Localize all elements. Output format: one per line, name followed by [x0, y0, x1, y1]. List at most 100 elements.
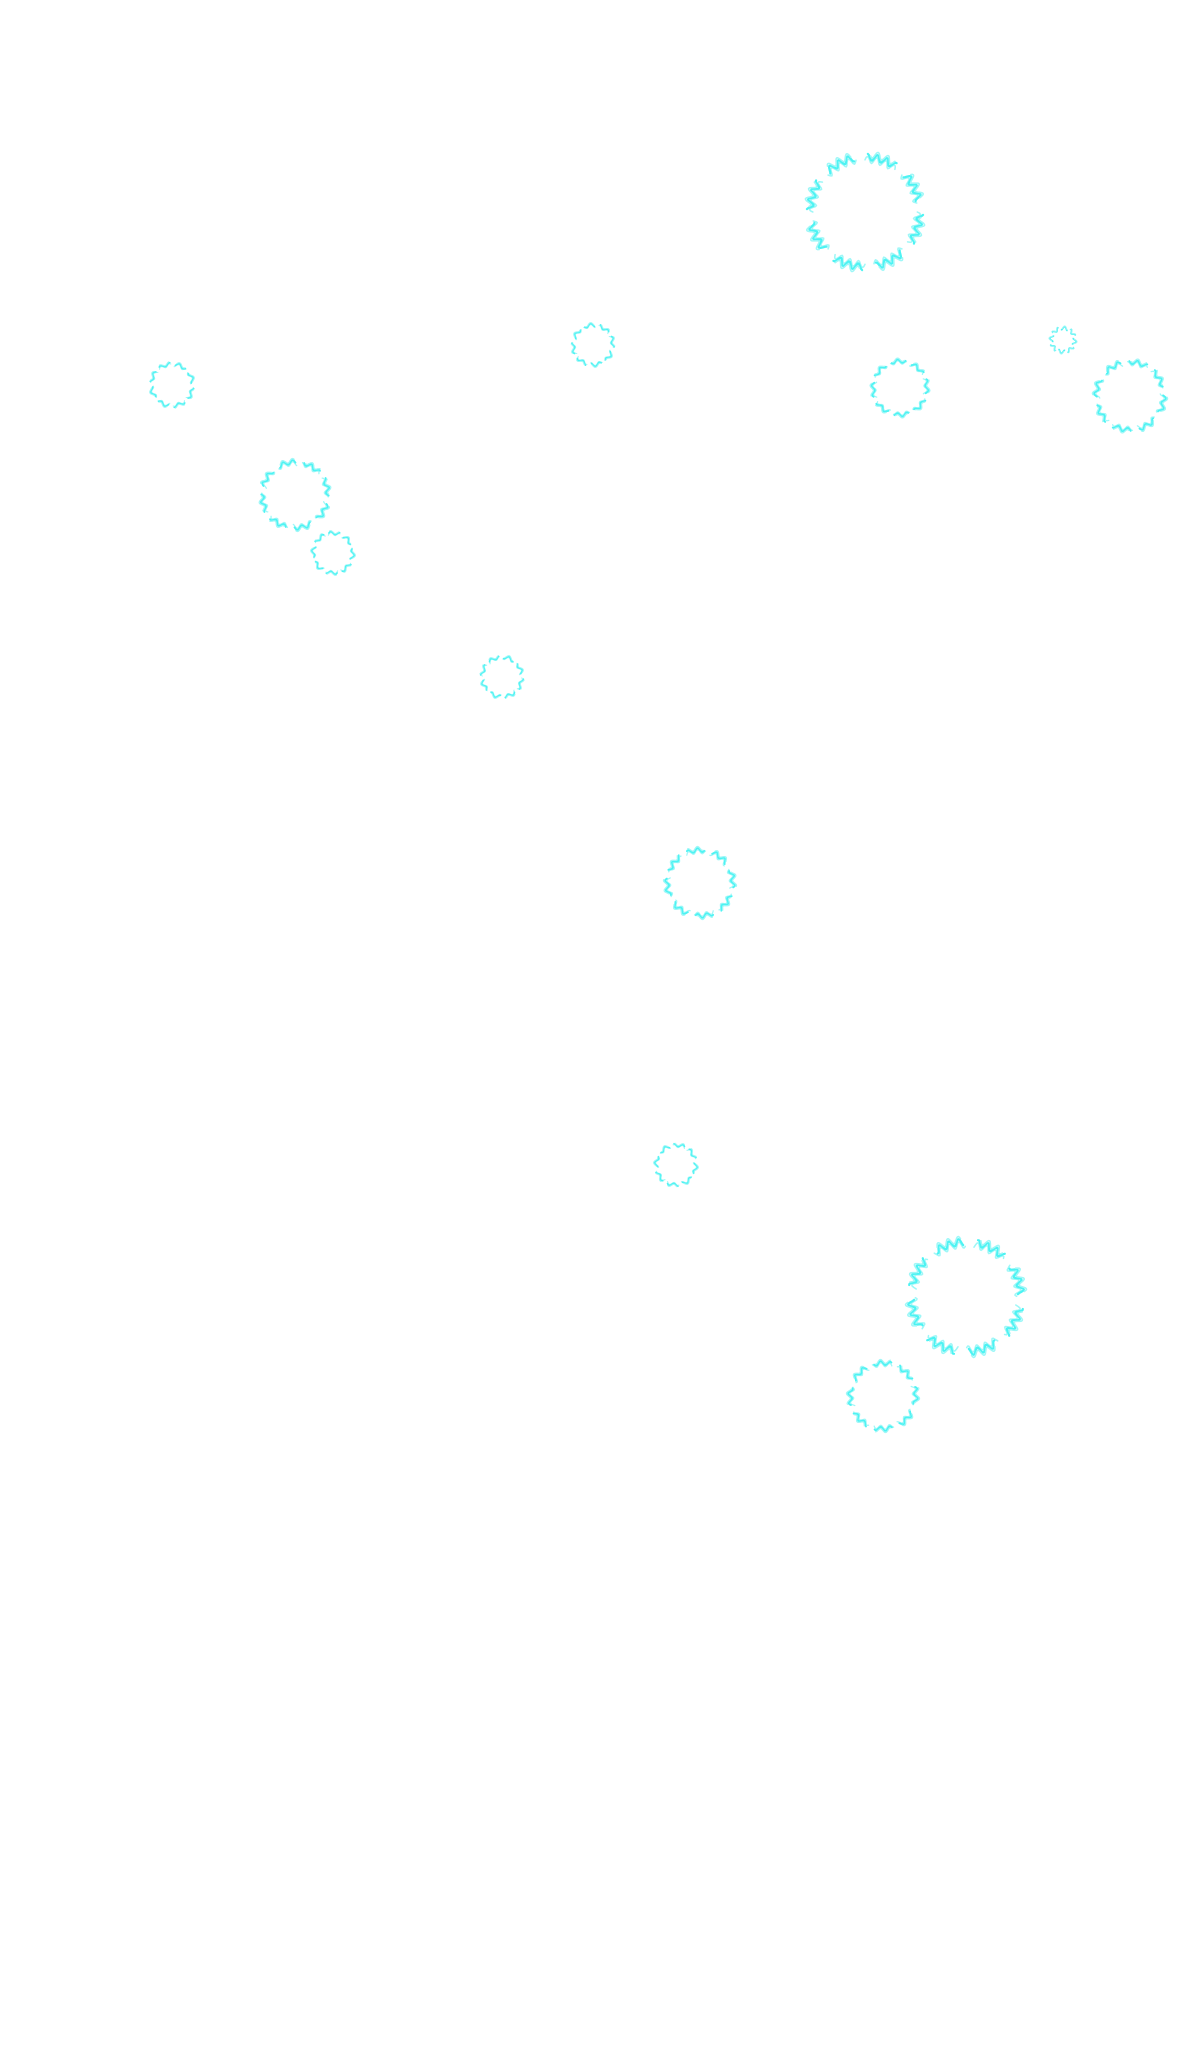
- ring-stroke: [834, 259, 861, 273]
- ring-stroke: [1051, 326, 1058, 332]
- ring-stroke: [480, 679, 488, 691]
- ring-stroke: [176, 362, 186, 369]
- ring-stroke: [610, 335, 616, 348]
- ring-stroke: [686, 847, 706, 854]
- ring-stroke: [479, 664, 485, 675]
- ring-stroke: [174, 403, 186, 409]
- ring-stroke: [490, 691, 502, 699]
- ring-stroke: [666, 1182, 679, 1188]
- ring-stroke: [480, 680, 487, 690]
- ring-stroke: [980, 1239, 1004, 1255]
- ring-stroke: [655, 1172, 662, 1182]
- ring-stroke: [600, 324, 610, 331]
- ring-stroke: [869, 151, 896, 165]
- ring-stroke: [1105, 361, 1122, 375]
- ring-stroke: [263, 471, 276, 489]
- ring-stroke: [314, 533, 323, 541]
- ring-stroke: [907, 1298, 924, 1327]
- ring-stroke: [890, 358, 907, 365]
- ring-stroke: [911, 1258, 929, 1290]
- ring-stroke: [913, 399, 927, 411]
- ring-stroke: [340, 562, 352, 572]
- ring-stroke: [187, 372, 195, 384]
- ring-stroke: [1155, 393, 1165, 413]
- ring-stroke: [1014, 1267, 1028, 1293]
- ring-stroke: [914, 1387, 921, 1404]
- ring-stroke: [488, 655, 499, 661]
- ring-stroke: [873, 1425, 893, 1432]
- ring-stroke: [874, 1427, 892, 1434]
- ring-stroke: [805, 225, 820, 251]
- ring-stroke: [502, 655, 514, 663]
- ring-stroke: [504, 691, 516, 699]
- ring-stroke: [811, 220, 830, 250]
- ring-stroke: [696, 914, 713, 921]
- ring-stroke: [721, 896, 732, 911]
- ring-stroke: [902, 175, 922, 203]
- ring-stroke: [173, 402, 186, 409]
- ring-stroke: [864, 155, 897, 171]
- ring-stroke: [261, 492, 269, 513]
- ring-stroke: [924, 378, 930, 395]
- ring-stroke: [1005, 1307, 1024, 1337]
- ring-stroke: [675, 899, 691, 914]
- ring-stroke: [871, 1362, 893, 1368]
- ring-stroke: [490, 691, 502, 697]
- ring-stroke: [1096, 403, 1110, 422]
- ring-stroke: [591, 362, 602, 368]
- ring-stroke: [910, 1385, 917, 1406]
- ring-stroke: [875, 402, 890, 413]
- ring-stroke: [1104, 363, 1124, 376]
- ring-stroke: [714, 850, 728, 863]
- ring-stroke: [873, 1360, 893, 1367]
- ring-stroke: [604, 349, 612, 361]
- ring-layer: [149, 151, 1169, 1434]
- ring-stroke: [808, 180, 824, 213]
- ring-stroke: [660, 1145, 669, 1153]
- ring-stroke: [653, 1156, 659, 1167]
- ring-stroke: [305, 462, 321, 470]
- wavy-ring-icon: [258, 457, 332, 533]
- ring-stroke: [872, 381, 878, 398]
- ring-stroke: [1061, 325, 1068, 330]
- ring-stroke: [874, 365, 886, 375]
- ring-stroke: [341, 563, 352, 573]
- ring-stroke: [1112, 426, 1130, 434]
- ring-stroke: [683, 1177, 692, 1185]
- ring-stroke: [341, 537, 352, 546]
- ring-stroke: [278, 461, 298, 470]
- ring-stroke: [1008, 1267, 1025, 1296]
- ring-stroke: [1096, 404, 1107, 423]
- ring-stroke: [1095, 379, 1105, 399]
- wavy-ring-icon: [570, 322, 616, 368]
- ring-stroke: [894, 413, 908, 419]
- ring-stroke: [314, 533, 325, 543]
- ring-stroke: [504, 655, 514, 662]
- ring-stroke: [693, 1163, 699, 1174]
- ring-stroke: [583, 322, 596, 329]
- ring-stroke: [901, 1365, 913, 1378]
- wavy-ring-icon: [1048, 325, 1078, 355]
- ring-stroke: [804, 181, 818, 208]
- ring-stroke: [158, 401, 168, 408]
- ring-stroke: [967, 1339, 996, 1356]
- wavy-ring-icon: [869, 357, 931, 419]
- ring-stroke: [728, 870, 736, 889]
- ring-stroke: [1068, 348, 1075, 354]
- ring-stroke: [828, 155, 856, 175]
- wavy-ring-icon: [804, 151, 926, 273]
- ring-stroke: [158, 361, 170, 367]
- ring-stroke: [570, 342, 576, 355]
- ring-stroke: [259, 493, 267, 513]
- ring-stroke: [873, 247, 903, 266]
- ring-stroke: [151, 385, 158, 398]
- ring-stroke: [149, 370, 155, 381]
- ring-stroke: [876, 400, 891, 412]
- ring-stroke: [505, 693, 516, 699]
- ring-stroke: [976, 1239, 1006, 1258]
- ring-stroke: [692, 1162, 699, 1174]
- ring-stroke: [318, 506, 331, 519]
- ring-stroke: [847, 1387, 854, 1406]
- ring-stroke: [1091, 380, 1100, 396]
- ring-stroke: [909, 364, 924, 376]
